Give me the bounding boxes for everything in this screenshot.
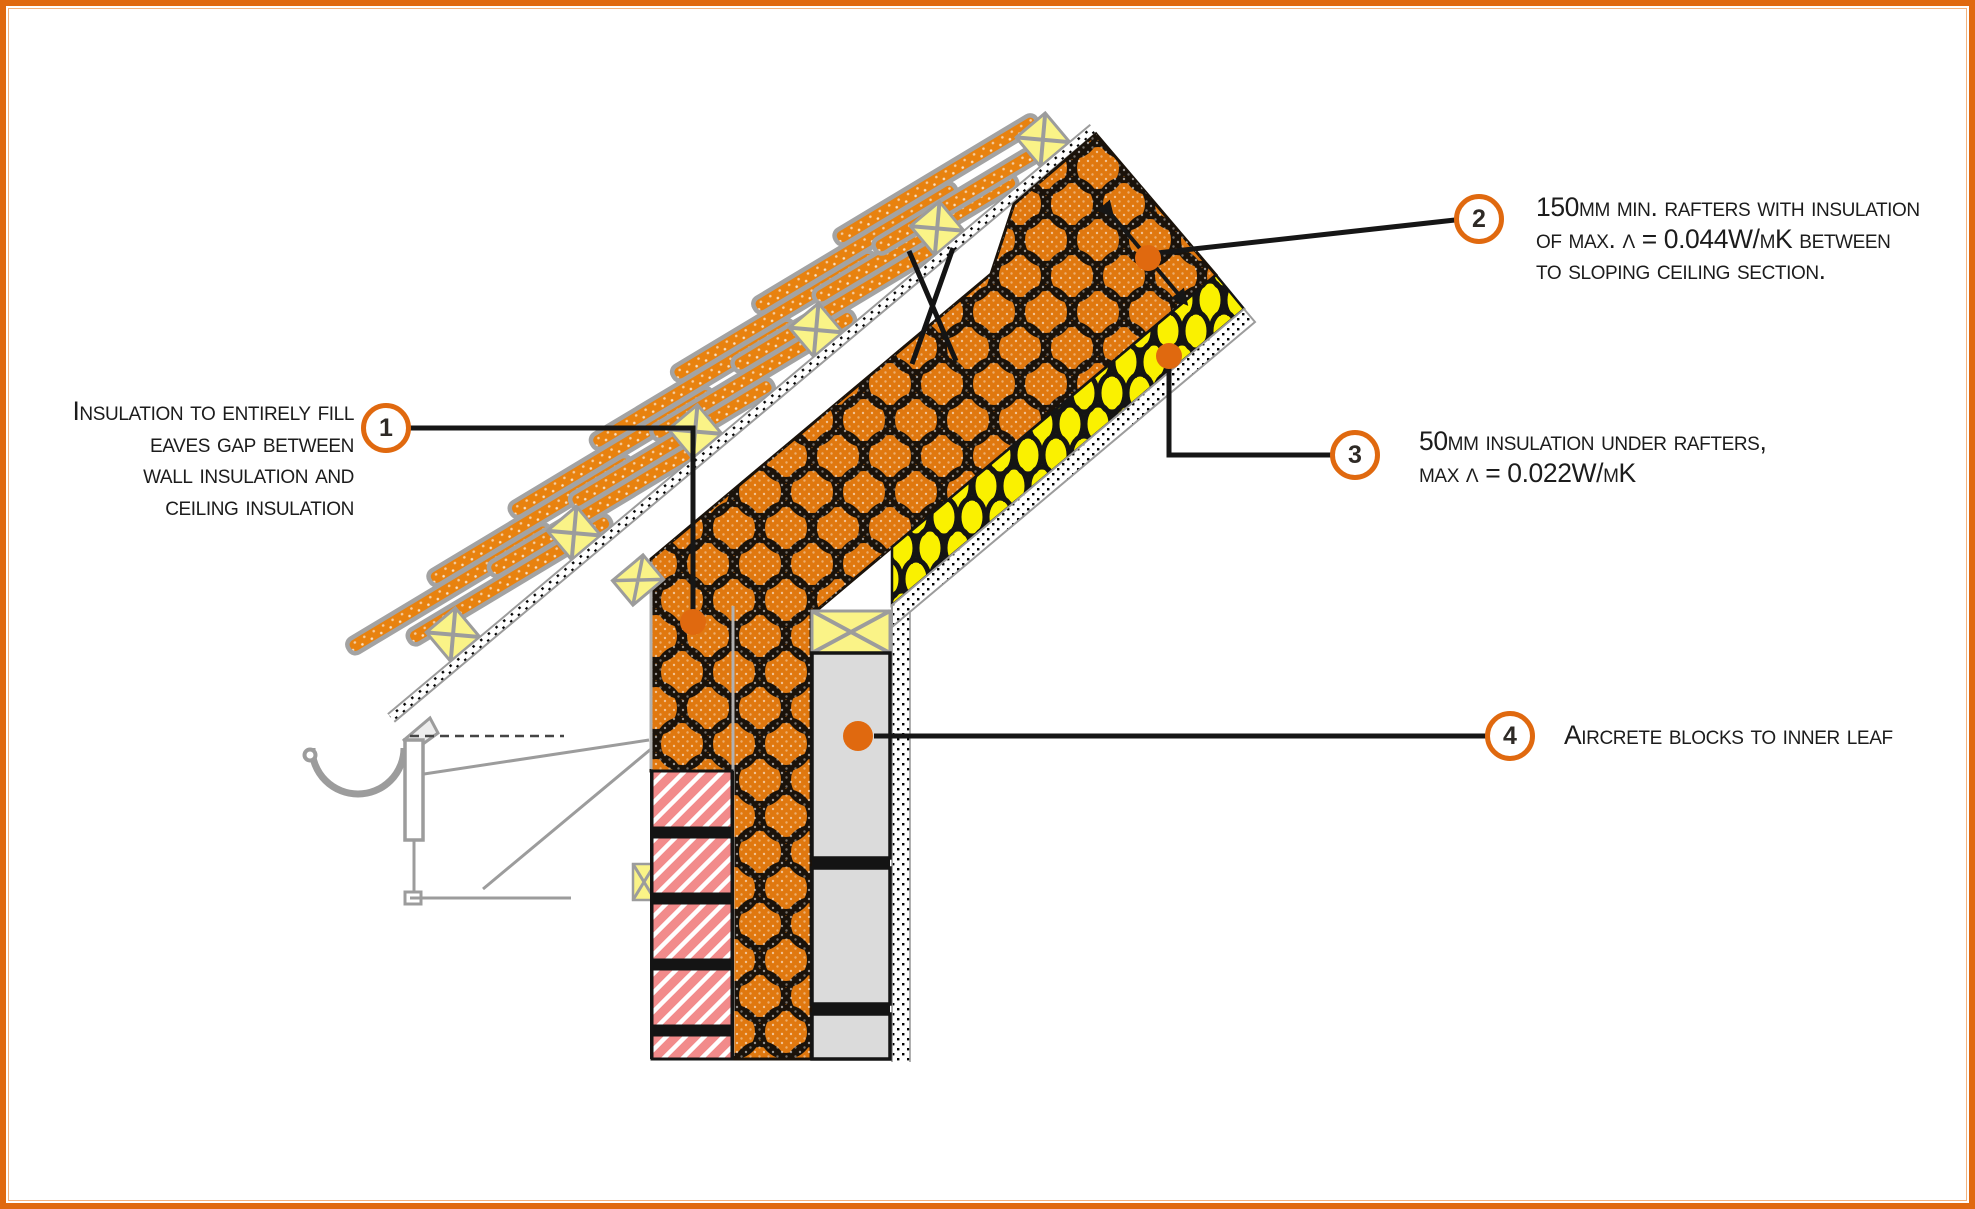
rafter-section-mark	[906, 247, 959, 365]
sloping-ceiling-board	[891, 307, 1257, 630]
aircrete-block	[810, 1012, 892, 1061]
rafter-and-cavity-insulation-quilt	[649, 131, 1219, 1061]
leader-dots	[680, 245, 1182, 751]
leader-line-1	[410, 425, 696, 613]
slope-batten	[610, 552, 666, 608]
callout-circle-2: 2	[1454, 194, 1504, 244]
rafter-underside-line	[482, 747, 652, 891]
brick	[650, 835, 734, 896]
brick	[650, 1033, 734, 1061]
callout-label-2: 150mm min. rafters with insulation of ma…	[1536, 192, 1920, 287]
label-line: of max. λ = 0.044W/mK between	[1536, 223, 1891, 254]
label-line: eaves gap between	[150, 427, 354, 458]
label-line: ceiling insulation	[165, 490, 354, 521]
callout-circle-3: 3	[1330, 430, 1380, 480]
callout-number: 2	[1472, 204, 1486, 233]
gutter-bead	[302, 747, 318, 763]
fascia-board	[403, 738, 425, 842]
section-drawing	[302, 110, 1486, 1062]
callout-label-1: Insulation to entirely fill eaves gap be…	[34, 396, 354, 522]
label-line: wall insulation and	[143, 459, 354, 489]
gutter	[308, 747, 408, 798]
brick	[650, 901, 734, 962]
aircrete-block	[810, 651, 892, 860]
label-line: Insulation to entirely fill	[72, 396, 354, 426]
wall-parge-coat	[891, 547, 911, 1062]
brick	[650, 967, 734, 1028]
label-line: 50mm insulation under rafters,	[1419, 426, 1767, 456]
aircrete-block	[810, 866, 892, 1006]
leader-dot-2	[1135, 245, 1161, 271]
callout-circle-4: 4	[1485, 711, 1535, 761]
brick	[650, 769, 734, 830]
label-line: 150mm min. rafters with insulation	[1536, 192, 1920, 222]
soffit-line	[423, 738, 650, 776]
leader-dot-1	[680, 609, 706, 635]
leader-lines	[410, 217, 1486, 739]
leader-dot-4	[843, 721, 873, 751]
leader-line-2	[1156, 217, 1456, 256]
label-line: max λ = 0.022W/mK	[1419, 457, 1636, 488]
callout-number: 3	[1348, 440, 1362, 469]
brick-outer-leaf	[650, 769, 734, 1061]
eaves-gutter-assembly	[302, 715, 652, 906]
leader-dot-3	[1156, 343, 1182, 369]
callout-number: 4	[1503, 721, 1517, 750]
timber-wall-plate	[810, 609, 892, 655]
aircrete-inner-leaf	[810, 651, 892, 1061]
roof-tiles	[345, 113, 1051, 656]
callout-number: 1	[379, 413, 393, 442]
label-line: Aircrete blocks to inner leaf	[1564, 720, 1893, 750]
leader-line-3	[1166, 368, 1331, 458]
callout-label-4: Aircrete blocks to inner leaf	[1564, 720, 1893, 752]
callout-circle-1: 1	[361, 403, 411, 453]
callout-label-3: 50mm insulation under rafters, max λ = 0…	[1419, 426, 1767, 489]
label-line: to sloping ceiling section.	[1536, 255, 1826, 285]
